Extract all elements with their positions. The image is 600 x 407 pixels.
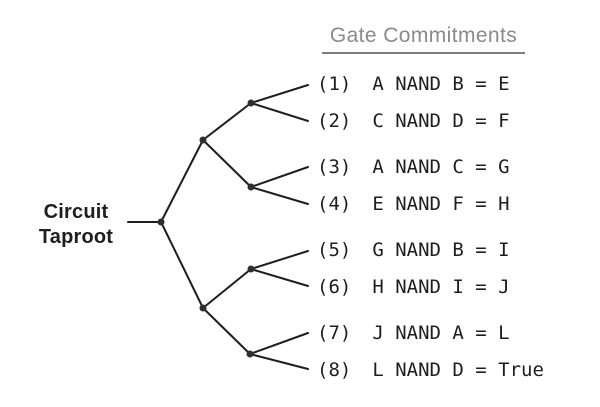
tree-edge-root-bottom [160,221,204,309]
gate-row-1: (1) A NAND B = E [317,73,510,95]
gate-index: (3) [317,156,352,178]
tree-node-l2-top [199,136,207,144]
tree-edge-l2b-l3c [202,268,252,309]
gate-equation: L NAND D = True [372,359,544,381]
gate-commitments-underline [322,52,525,54]
gate-equation: H NAND I = J [372,276,510,298]
gate-equation: A NAND B = E [372,73,510,95]
gate-row-3: (3) A NAND C = G [317,156,510,178]
gate-equation: G NAND B = I [372,239,510,261]
tree-edge-leaf-3 [250,166,309,188]
gate-equation: C NAND D = F [372,110,510,132]
gate-row-7: (7) J NAND A = L [317,322,510,344]
gate-index: (1) [317,73,352,95]
gate-equation: E NAND F = H [372,193,510,215]
tree-edge-leaf-1 [250,84,309,104]
gate-equation: A NAND C = G [372,156,510,178]
circuit-taproot-label: Circuit Taproot [26,200,126,250]
tree-edge-leaf-6 [250,268,309,287]
gate-index: (4) [317,193,352,215]
circuit-taproot-label-line1: Circuit [43,201,109,223]
tree-edge-leaf-7 [249,332,309,355]
circuit-taproot-label-line2: Taproot [38,226,114,248]
tree-edge-leaf-2 [250,102,309,122]
gate-row-8: (8) L NAND D = True [317,359,544,381]
gate-commitments-title: Gate Commitments [329,24,518,47]
gate-index: (8) [317,359,352,381]
gate-index: (2) [317,110,352,132]
gate-index: (7) [317,322,352,344]
gate-row-2: (2) C NAND D = F [317,110,510,132]
tree-node-l3-a [247,99,255,107]
tree-edge-leaf-5 [250,250,309,270]
tree-node-l3-b [247,183,255,191]
tree-edge-root-top [160,139,204,223]
tree-node-root [157,218,165,226]
gate-row-6: (6) H NAND I = J [317,276,510,298]
gate-index: (5) [317,239,352,261]
tree-edge-l2t-l3a [202,102,252,141]
gate-index: (6) [317,276,352,298]
tree-node-l2-bottom [199,304,207,312]
tree-edge-l2t-l3b [202,139,252,188]
tree-edge-leaf-8 [249,353,309,370]
tree-edge-leaf-4 [250,186,309,205]
gate-row-5: (5) G NAND B = I [317,239,510,261]
tree-edge-l2b-l3d [202,307,251,355]
tree-node-l3-d [246,350,254,358]
tree-node-l3-c [247,265,255,273]
gate-equation: J NAND A = L [372,322,510,344]
gate-row-4: (4) E NAND F = H [317,193,510,215]
